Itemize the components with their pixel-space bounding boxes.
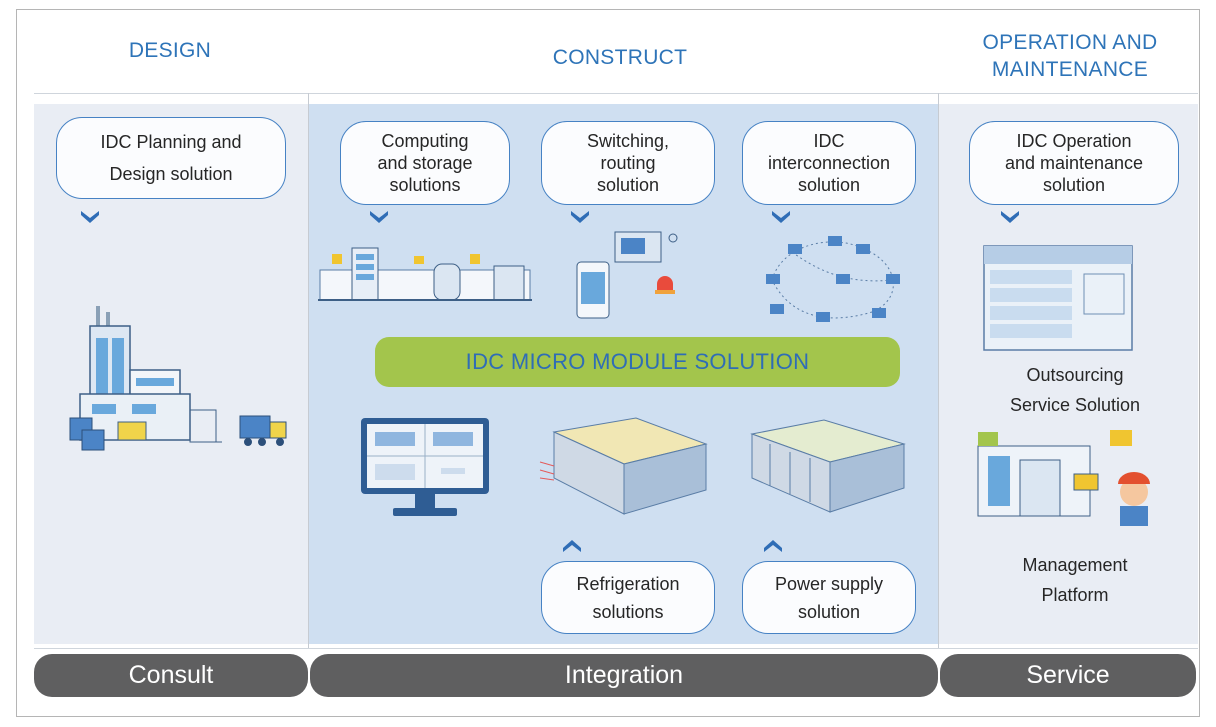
server-racks-illustration	[318, 247, 532, 301]
ops-line: Outsourcing	[1026, 365, 1124, 385]
chevron-up-icon	[563, 540, 581, 552]
chevron-down-icon	[370, 211, 388, 223]
consult-bar: Consult	[34, 654, 308, 697]
bubble-line: solutions	[592, 601, 664, 622]
bubble-line: solution	[1042, 175, 1106, 195]
network-switch-illustration	[576, 231, 678, 319]
bubble-line: Design solution	[109, 164, 233, 184]
footer-divider	[34, 648, 1198, 649]
bubble-line: solution	[596, 175, 660, 195]
header-operation-line1: OPERATION AND	[982, 31, 1158, 54]
integration-bar: Integration	[310, 654, 938, 697]
bubble-line: interconnection	[767, 153, 891, 173]
micro-module-solution-label: IDC MICRO MODULE SOLUTION	[375, 337, 900, 387]
bubble-line: Power supply	[774, 573, 884, 594]
bubble-line: solution	[797, 175, 861, 195]
header-operation: OPERATION AND MAINTENANCE	[945, 29, 1195, 83]
bubble-line: Refrigeration	[576, 573, 680, 594]
chevron-down-icon	[1001, 211, 1019, 223]
ops-line: Service Solution	[1009, 395, 1141, 415]
column-separator	[938, 93, 939, 648]
outsourcing-service-label: Outsourcing Service Solution	[975, 360, 1175, 420]
management-dashboard-illustration	[983, 245, 1133, 351]
bubble-line: IDC Planning and	[100, 132, 242, 152]
bubble-line: solution	[797, 601, 861, 622]
service-bar: Service	[940, 654, 1196, 697]
header-construct: CONSTRUCT	[552, 46, 688, 69]
bubble-line: and storage	[377, 153, 473, 173]
bubble-line: Computing	[381, 131, 469, 151]
bubble-line: solutions	[389, 175, 461, 195]
monitoring-display-illustration	[361, 418, 489, 516]
ops-line: Management	[1022, 555, 1128, 575]
outsourcing-service-illustration	[977, 430, 1150, 526]
bubble-line: Switching,	[586, 131, 670, 151]
bubble-line: IDC	[813, 131, 845, 151]
chevron-up-icon	[764, 540, 782, 552]
power-supply-bubble: Power supply solution	[742, 561, 916, 634]
chevron-down-icon	[772, 211, 790, 223]
datacenter-building-illustration	[69, 306, 287, 451]
refrigeration-bubble: Refrigeration solutions	[541, 561, 715, 634]
bubble-line: IDC Operation	[1016, 131, 1132, 151]
bubble-line: and maintenance	[1004, 153, 1144, 173]
chevron-down-icon	[571, 211, 589, 223]
management-platform-label: Management Platform	[975, 550, 1175, 610]
bubble-line: routing	[600, 153, 656, 173]
power-module-illustration	[750, 419, 906, 513]
header-operation-line2: MAINTENANCE	[991, 58, 1149, 81]
chevron-down-icon	[81, 211, 99, 223]
column-separator	[308, 93, 309, 648]
cooling-module-illustration	[539, 417, 708, 515]
network-topology-illustration	[766, 236, 900, 322]
header-design: DESIGN	[128, 39, 212, 62]
ops-line: Platform	[1041, 585, 1109, 605]
header-divider	[34, 93, 1198, 94]
